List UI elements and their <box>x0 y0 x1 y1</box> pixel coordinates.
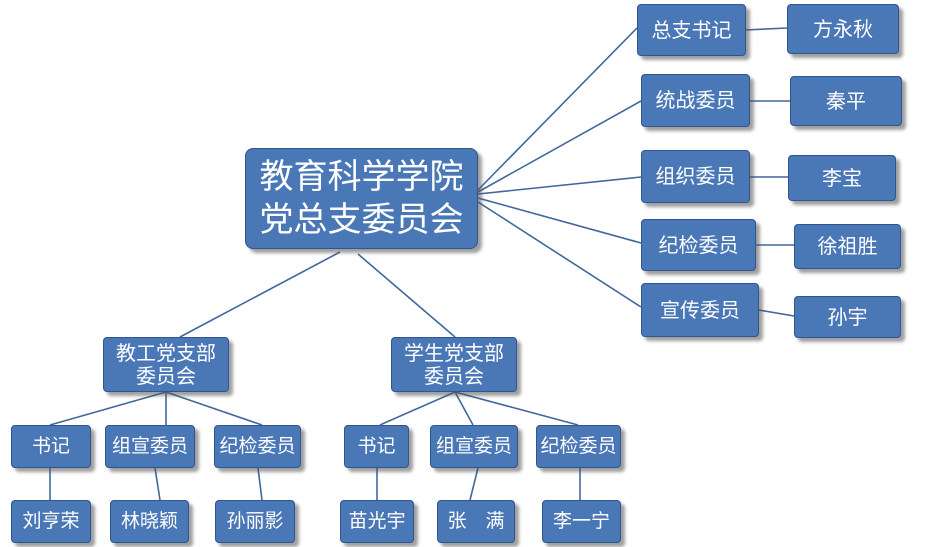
root-node: 教育科学学院 党总支委员会 <box>245 148 478 249</box>
student-name-discipline: 李一宁 <box>542 500 621 543</box>
committee-role-secretary: 总支书记 <box>637 4 746 56</box>
branch-student-line2: 委员会 <box>424 363 484 388</box>
committee-name-united-front: 秦平 <box>790 76 902 126</box>
branch-student-line1: 学生党支部 <box>404 340 504 365</box>
root-title-line1: 教育科学学院 <box>259 157 464 197</box>
student-name-secretary: 苗光宇 <box>340 500 414 543</box>
branch-staff-line1: 教工党支部 <box>116 340 216 365</box>
branch-staff-committee: 教工党支部 委员会 <box>103 337 229 392</box>
branch-student-committee: 学生党支部 委员会 <box>391 337 517 392</box>
staff-role-discipline: 纪检委员 <box>214 425 301 468</box>
student-role-secretary: 书记 <box>344 425 409 468</box>
committee-name-organization: 李宝 <box>788 155 896 201</box>
staff-name-secretary: 刘亨荣 <box>11 500 91 543</box>
student-role-org-propaganda: 组宣委员 <box>430 425 518 468</box>
committee-name-propaganda: 孙宇 <box>794 296 901 338</box>
staff-role-org-propaganda: 组宣委员 <box>105 425 195 468</box>
committee-name-discipline: 徐祖胜 <box>794 224 901 269</box>
root-title-line2: 党总支委员会 <box>259 199 464 240</box>
student-role-discipline: 纪检委员 <box>536 425 621 468</box>
committee-role-united-front: 统战委员 <box>641 74 750 127</box>
committee-role-discipline: 纪检委员 <box>641 219 756 271</box>
staff-name-discipline: 孙丽影 <box>215 500 295 543</box>
student-name-org-propaganda: 张 满 <box>437 500 515 543</box>
committee-role-organization: 组织委员 <box>641 150 750 203</box>
committee-name-secretary: 方永秋 <box>787 4 899 54</box>
branch-staff-line2: 委员会 <box>136 363 196 388</box>
staff-name-org-propaganda: 林晓颖 <box>110 500 189 543</box>
staff-role-secretary: 书记 <box>11 425 91 468</box>
committee-role-propaganda: 宣传委员 <box>641 283 759 337</box>
